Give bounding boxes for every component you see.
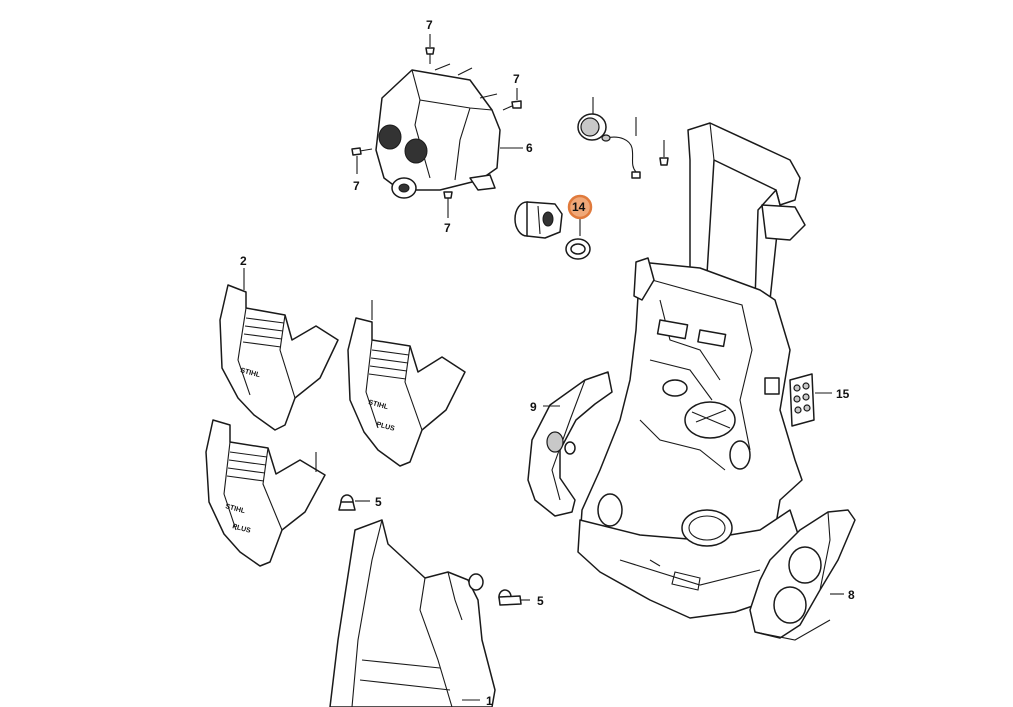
callout-8: 8	[848, 588, 855, 602]
part-14-o-ring[interactable]	[565, 218, 591, 260]
callout-7-bottom: 7	[444, 221, 451, 235]
part-7-screw-bottom[interactable]	[443, 191, 453, 218]
callout-14: 14	[572, 200, 586, 214]
part-6-cover-housing[interactable]	[375, 63, 501, 199]
cable-sensor-part[interactable]	[601, 117, 641, 179]
main-frame-chassis[interactable]	[577, 122, 806, 619]
part-15-label-sticker[interactable]	[789, 373, 832, 427]
part-7-screw-left[interactable]	[351, 147, 373, 174]
plus-logo: PLUS	[375, 421, 395, 433]
grille-slats	[226, 451, 268, 482]
part-5-screw-lower[interactable]	[498, 589, 530, 606]
callout-7-top: 7	[426, 18, 433, 32]
callout-5-upper: 5	[375, 495, 382, 509]
part-1-lower-front-panel[interactable]	[329, 519, 496, 707]
grille-slats	[368, 349, 410, 380]
part-7-screw-top[interactable]	[425, 34, 435, 64]
part-8-rear-cover[interactable]	[749, 509, 856, 641]
callout-9: 9	[530, 400, 537, 414]
pump-fitting-part[interactable]	[514, 201, 563, 239]
callout-7-left: 7	[353, 179, 360, 193]
part-7-screw-right[interactable]	[502, 88, 522, 111]
part-2-front-panel-b[interactable]: STIHL PLUS	[347, 300, 466, 467]
callout-5-lower: 5	[537, 594, 544, 608]
callout-15: 15	[836, 387, 850, 401]
part-2-front-panel-a[interactable]: STIHL	[219, 268, 339, 431]
callout-2: 2	[240, 254, 247, 268]
callout-7-right: 7	[513, 72, 520, 86]
small-screw-part[interactable]	[659, 140, 669, 166]
part-9-side-panel[interactable]	[527, 371, 613, 517]
plus-logo: PLUS	[231, 523, 251, 535]
part-2-front-panel-c[interactable]: STIHL PLUS	[205, 419, 326, 567]
switch-knob-part[interactable]	[577, 97, 607, 141]
part-5-screw-upper[interactable]	[338, 494, 370, 511]
callout-1: 1	[486, 694, 493, 707]
callout-14-highlight[interactable]: 14	[567, 194, 593, 220]
grille-slats	[242, 317, 285, 348]
callout-6: 6	[526, 141, 533, 155]
